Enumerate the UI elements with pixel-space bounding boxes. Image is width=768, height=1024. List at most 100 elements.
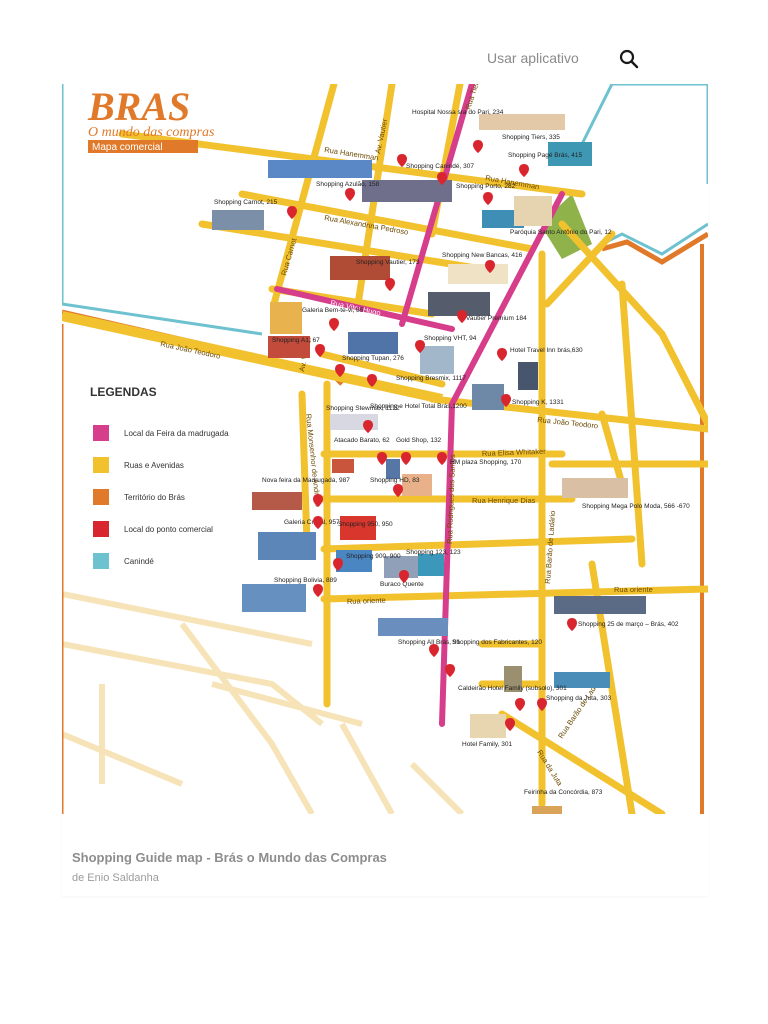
legend-label: Local do ponto comercial xyxy=(124,525,213,534)
document-card: BRAS O mundo das compras Mapa comercial … xyxy=(62,84,708,896)
badge-bg xyxy=(88,140,198,153)
pin-icon xyxy=(367,374,377,387)
point-label: Shopping Bolivia, 889 xyxy=(274,577,337,584)
point-label: Paróquia Santo Antônio do Pari, 12 xyxy=(510,229,612,236)
pin-icon xyxy=(329,318,339,331)
point-label: Caldeirão Hotel Family (subsolo), 301 xyxy=(458,685,567,692)
legend-label: Canindé xyxy=(124,557,154,566)
pin-icon xyxy=(437,452,447,465)
point-label: Shopping Azulão, 158 xyxy=(316,181,380,188)
point-label: Feirinha da Concórdia, 873 xyxy=(524,789,603,796)
pin-icon xyxy=(437,172,447,185)
point-label: Shopping Canindé, 307 xyxy=(406,163,474,170)
legend-swatch-caninde xyxy=(93,553,109,569)
legend: Local da Feira da madrugada Ruas e Aveni… xyxy=(93,425,229,569)
point-label: Shopping VHT, 94 xyxy=(424,335,477,342)
pin-icon xyxy=(415,340,425,353)
pin-icon xyxy=(497,348,507,361)
top-bar: Usar aplicativo xyxy=(0,0,768,84)
pin-icon xyxy=(287,206,297,219)
pin-icon xyxy=(445,664,455,677)
point-label: Shopping 950, 950 xyxy=(338,521,393,528)
pin-icon xyxy=(397,154,407,167)
pin-icon xyxy=(473,140,483,153)
map-badge: Mapa comercial xyxy=(92,142,163,153)
legend-swatch-territorio xyxy=(93,489,109,505)
pin-icon xyxy=(333,558,343,571)
point-label: Gold Shop, 132 xyxy=(396,437,442,444)
point-label: Shopping dos Fabricantes, 120 xyxy=(452,639,542,646)
legend-label: Ruas e Avenidas xyxy=(124,461,184,470)
point-label: Shopping Porto, 282 xyxy=(456,183,516,190)
point-label: Hotel Travel Inn brás,630 xyxy=(510,347,583,354)
legend-label: Território do Brás xyxy=(124,493,185,502)
bras-shopping-map: BRAS O mundo das compras Mapa comercial … xyxy=(62,84,708,814)
point-label: Shopping A1, 67 xyxy=(272,337,320,344)
pin-icon xyxy=(363,420,373,433)
pin-icon xyxy=(385,278,395,291)
point-label: Atacado Barato, 62 xyxy=(334,437,390,444)
point-label: Shopping Bresmix, 1117 xyxy=(396,375,466,382)
use-app-link[interactable]: Usar aplicativo xyxy=(487,50,579,66)
pin-icon xyxy=(537,698,547,711)
street-label: Rua Elisa Whitaker xyxy=(482,447,547,458)
point-label: Shopping Tiers, 335 xyxy=(502,134,560,141)
pin-icon xyxy=(501,394,511,407)
pin-icon xyxy=(483,192,493,205)
pin-icon xyxy=(399,570,409,583)
point-label: Hospital Nossa sra do Pari, 234 xyxy=(412,109,504,116)
legend-label: Local da Feira da madrugada xyxy=(124,429,229,438)
search-icon[interactable] xyxy=(618,48,640,70)
street-label: Rua Henrique Dias xyxy=(472,496,536,505)
point-label: Shopping Pagé Brás, 415 xyxy=(508,152,582,159)
document-title[interactable]: Shopping Guide map - Brás o Mundo das Co… xyxy=(72,850,387,865)
pin-icon xyxy=(335,364,345,377)
point-label: Vautier Premium 184 xyxy=(466,315,527,322)
point-label: Shopping da Juta, 303 xyxy=(546,695,611,702)
pin-icon xyxy=(313,584,323,597)
pin-icon xyxy=(567,618,577,631)
pin-icon xyxy=(519,164,529,177)
pin-icon xyxy=(313,516,323,529)
point-label: Shopping Mega Polo Moda, 566 -670 xyxy=(582,503,690,510)
point-label: Buraco Quente xyxy=(380,581,424,588)
legend-title: LEGENDAS xyxy=(90,385,157,399)
location-pins xyxy=(287,140,577,731)
point-label: Galeria Cristal, 957 xyxy=(284,519,340,526)
document-author[interactable]: de Enio Saldanha xyxy=(72,872,159,884)
point-label: Shopping Carnot, 215 xyxy=(214,199,278,206)
pin-icon xyxy=(377,452,387,465)
pin-icon xyxy=(315,344,325,357)
pin-icon xyxy=(345,188,355,201)
point-label: Shopping Stewmax, 1122 xyxy=(326,405,400,412)
point-label: Galeria Bem-te-vi, 85 xyxy=(302,307,364,314)
point-label: Shopping 123, 123 xyxy=(406,549,461,556)
pin-icon xyxy=(485,260,495,273)
point-label: Shopping New Bancas, 416 xyxy=(442,252,523,259)
street-label: Rua oriente xyxy=(347,596,386,606)
pin-icon xyxy=(505,718,515,731)
buildings xyxy=(212,114,646,814)
point-label: Nova feira da Madrugada, 987 xyxy=(262,477,350,484)
legend-swatch-ruas xyxy=(93,457,109,473)
pin-icon xyxy=(429,644,439,657)
map-subtitle: O mundo das compras xyxy=(88,125,215,140)
point-label: Shopping 900, 900 xyxy=(346,553,401,560)
legend-swatch-ponto xyxy=(93,521,109,537)
pin-icon xyxy=(401,452,411,465)
point-label: Shopping Vautier, 173 xyxy=(356,259,420,266)
point-label: Shopping HD, 83 xyxy=(370,477,420,484)
pin-icon xyxy=(393,484,403,497)
point-label: Hotel Family, 301 xyxy=(462,741,512,748)
map-title: BRAS xyxy=(87,84,190,129)
pin-icon xyxy=(313,494,323,507)
point-label: Shopping K, 1331 xyxy=(512,399,564,406)
pin-icon xyxy=(457,310,467,323)
point-label: Shopping All Brás, 91 xyxy=(398,639,461,646)
pin-icon xyxy=(515,698,525,711)
street-label: Rua oriente xyxy=(614,585,653,594)
map-image[interactable]: BRAS O mundo das compras Mapa comercial … xyxy=(62,84,708,814)
point-label: HM plaza Shopping, 170 xyxy=(450,459,522,466)
point-label: Shopping e Hotel Total Brás,1200 xyxy=(370,403,467,410)
point-label: Shopping Tupan, 276 xyxy=(342,355,404,362)
